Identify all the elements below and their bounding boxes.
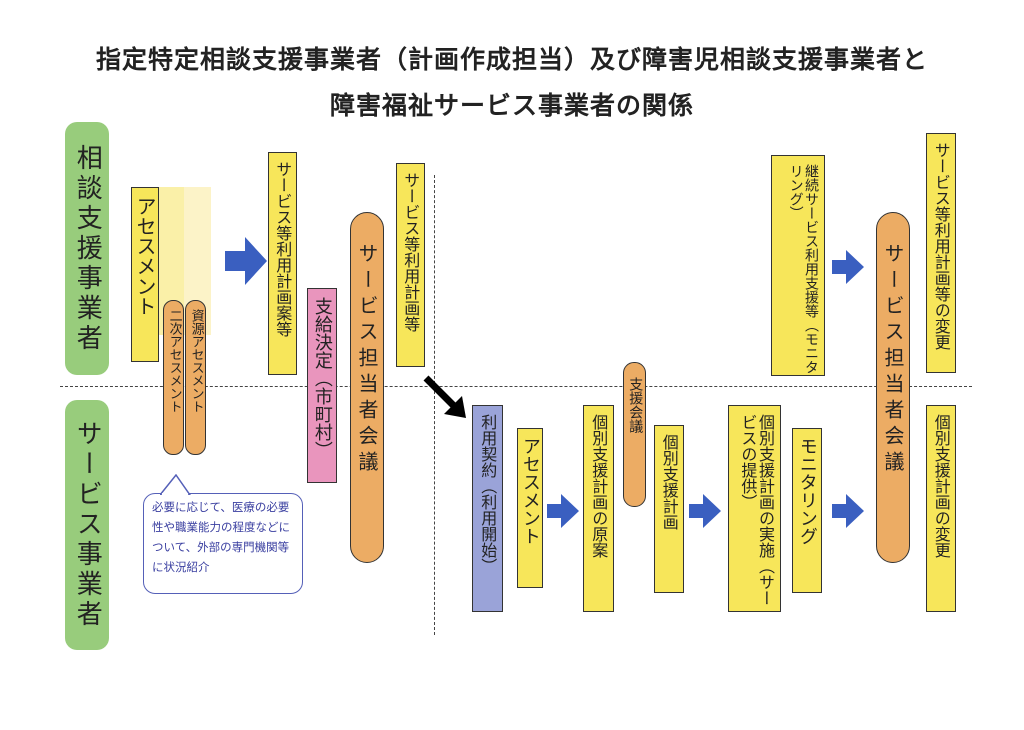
arrow-right-icon: [689, 494, 721, 528]
title-line-2: 障害福祉サービス事業者の関係: [329, 91, 694, 120]
service-meeting-pill-1: サービス担当者会議: [350, 212, 384, 563]
arrow-right-icon: [832, 494, 864, 528]
plan-draft-box: サービス等利用計画案等: [268, 152, 297, 375]
arrow-right-icon: [547, 494, 579, 528]
individual-change-box: 個別支援計画の変更: [926, 405, 956, 612]
secondary-assessment-pill: 二次アセスメント: [163, 300, 184, 455]
implementation-box: 個別支援計画の実施（サービスの提供）: [728, 405, 781, 612]
arrow-right-icon: [832, 250, 864, 284]
plan-change-box: サービス等利用計画等の変更: [926, 133, 956, 373]
monitoring-box: モニタリング: [792, 428, 822, 593]
arrow-right-icon: [225, 237, 267, 285]
support-meeting-pill: 支援会議: [623, 362, 646, 507]
service-plan-box: サービス等利用計画等: [396, 163, 425, 367]
contract-box: 利用契約（利用開始）: [472, 405, 503, 612]
horizontal-divider: [60, 386, 972, 387]
resource-assessment-pill: 資源アセスメント: [185, 300, 206, 455]
diagonal-arrow-icon: [423, 375, 466, 418]
continuous-support-box: 継続サービス利用支援等（モニタリング）: [771, 155, 825, 376]
assessment-box-2: アセスメント: [517, 428, 543, 588]
vertical-divider: [434, 175, 435, 635]
payment-decision-box: 支給決定（市町村）: [307, 288, 337, 483]
title-line-1: 指定特定相談支援事業者（計画作成担当）及び障害児相談支援事業者と: [95, 45, 928, 74]
lane-consultation-provider: 相談支援事業者: [65, 122, 109, 375]
assessment-box: アセスメント: [131, 187, 159, 362]
lane-service-provider: サービス事業者: [65, 400, 109, 650]
service-meeting-pill-2: サービス担当者会議: [876, 212, 910, 563]
individual-plan-box: 個別支援計画: [654, 425, 684, 593]
bubble-tail: [160, 474, 191, 495]
note-bubble: 必要に応じて、医療の必要性や職業能力の程度などについて、外部の専門機関等に状況紹…: [143, 493, 303, 594]
individual-draft-box: 個別支援計画の原案: [583, 405, 614, 612]
